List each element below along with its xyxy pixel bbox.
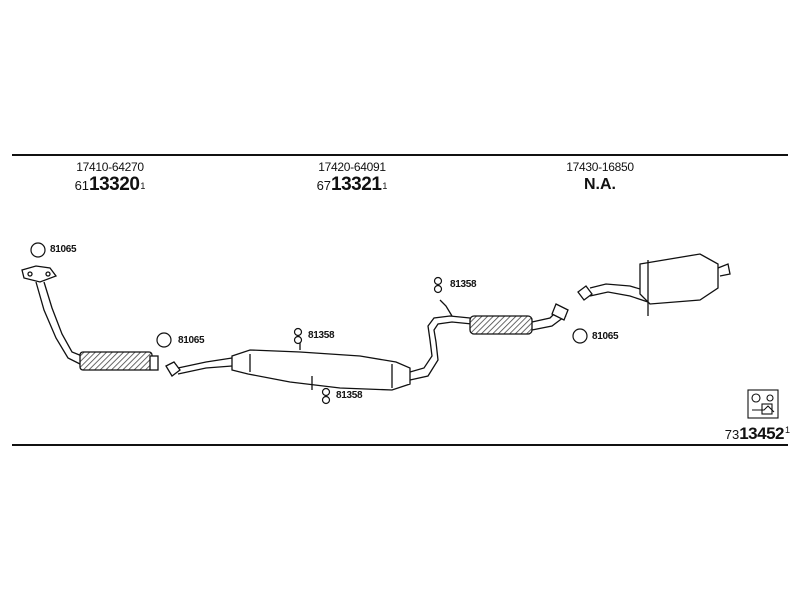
catalog-sup: 1 <box>140 181 146 191</box>
part-number: 17430-16850 <box>566 160 634 174</box>
gasket-callout: 81065 <box>592 331 619 342</box>
section-tail-pipe: 17430-16850 N.A. <box>520 160 680 195</box>
catalog-main: 13321 <box>331 174 382 195</box>
hanger-callout: 81358 <box>336 390 363 401</box>
catalog-main: 13320 <box>89 174 140 195</box>
hanger-callout: 81358 <box>450 279 477 290</box>
section-front-pipe: 17410-64270 61133201 <box>30 160 190 196</box>
not-available-label: N.A. <box>584 176 616 193</box>
assembly-kit-icon <box>747 389 779 419</box>
gasket-callout: 81065 <box>178 335 205 346</box>
catalog-main: 13452 <box>739 424 784 443</box>
bottom-divider <box>12 444 788 446</box>
catalog-number: 67133211 <box>272 175 432 196</box>
rubber-hanger-icon <box>321 387 331 405</box>
rubber-hanger-icon <box>293 327 303 345</box>
front-pipe <box>21 265 159 371</box>
catalog-prefix: 61 <box>74 178 90 193</box>
gasket-ring-icon <box>156 332 172 348</box>
gasket-ring-icon <box>572 328 588 344</box>
diagram-catalog-reference: 73134521 <box>725 424 790 444</box>
catalog-prefix: 73 <box>724 427 740 442</box>
center-pipe <box>165 299 569 391</box>
hanger-callout: 81358 <box>308 330 335 341</box>
catalog-number: 61133201 <box>30 175 190 196</box>
part-number: 17420-64091 <box>318 160 386 174</box>
catalog-prefix: 67 <box>316 178 332 193</box>
rubber-hanger-icon <box>433 276 443 294</box>
gasket-ring-icon <box>30 242 46 258</box>
section-center-pipe: 17420-64091 67133211 <box>272 160 432 196</box>
catalog-sup: 1 <box>784 425 790 435</box>
gasket-callout: 81065 <box>50 244 77 255</box>
top-divider <box>12 154 788 156</box>
part-number: 17410-64270 <box>76 160 144 174</box>
catalog-sup: 1 <box>382 181 388 191</box>
tail-pipe <box>577 253 731 316</box>
